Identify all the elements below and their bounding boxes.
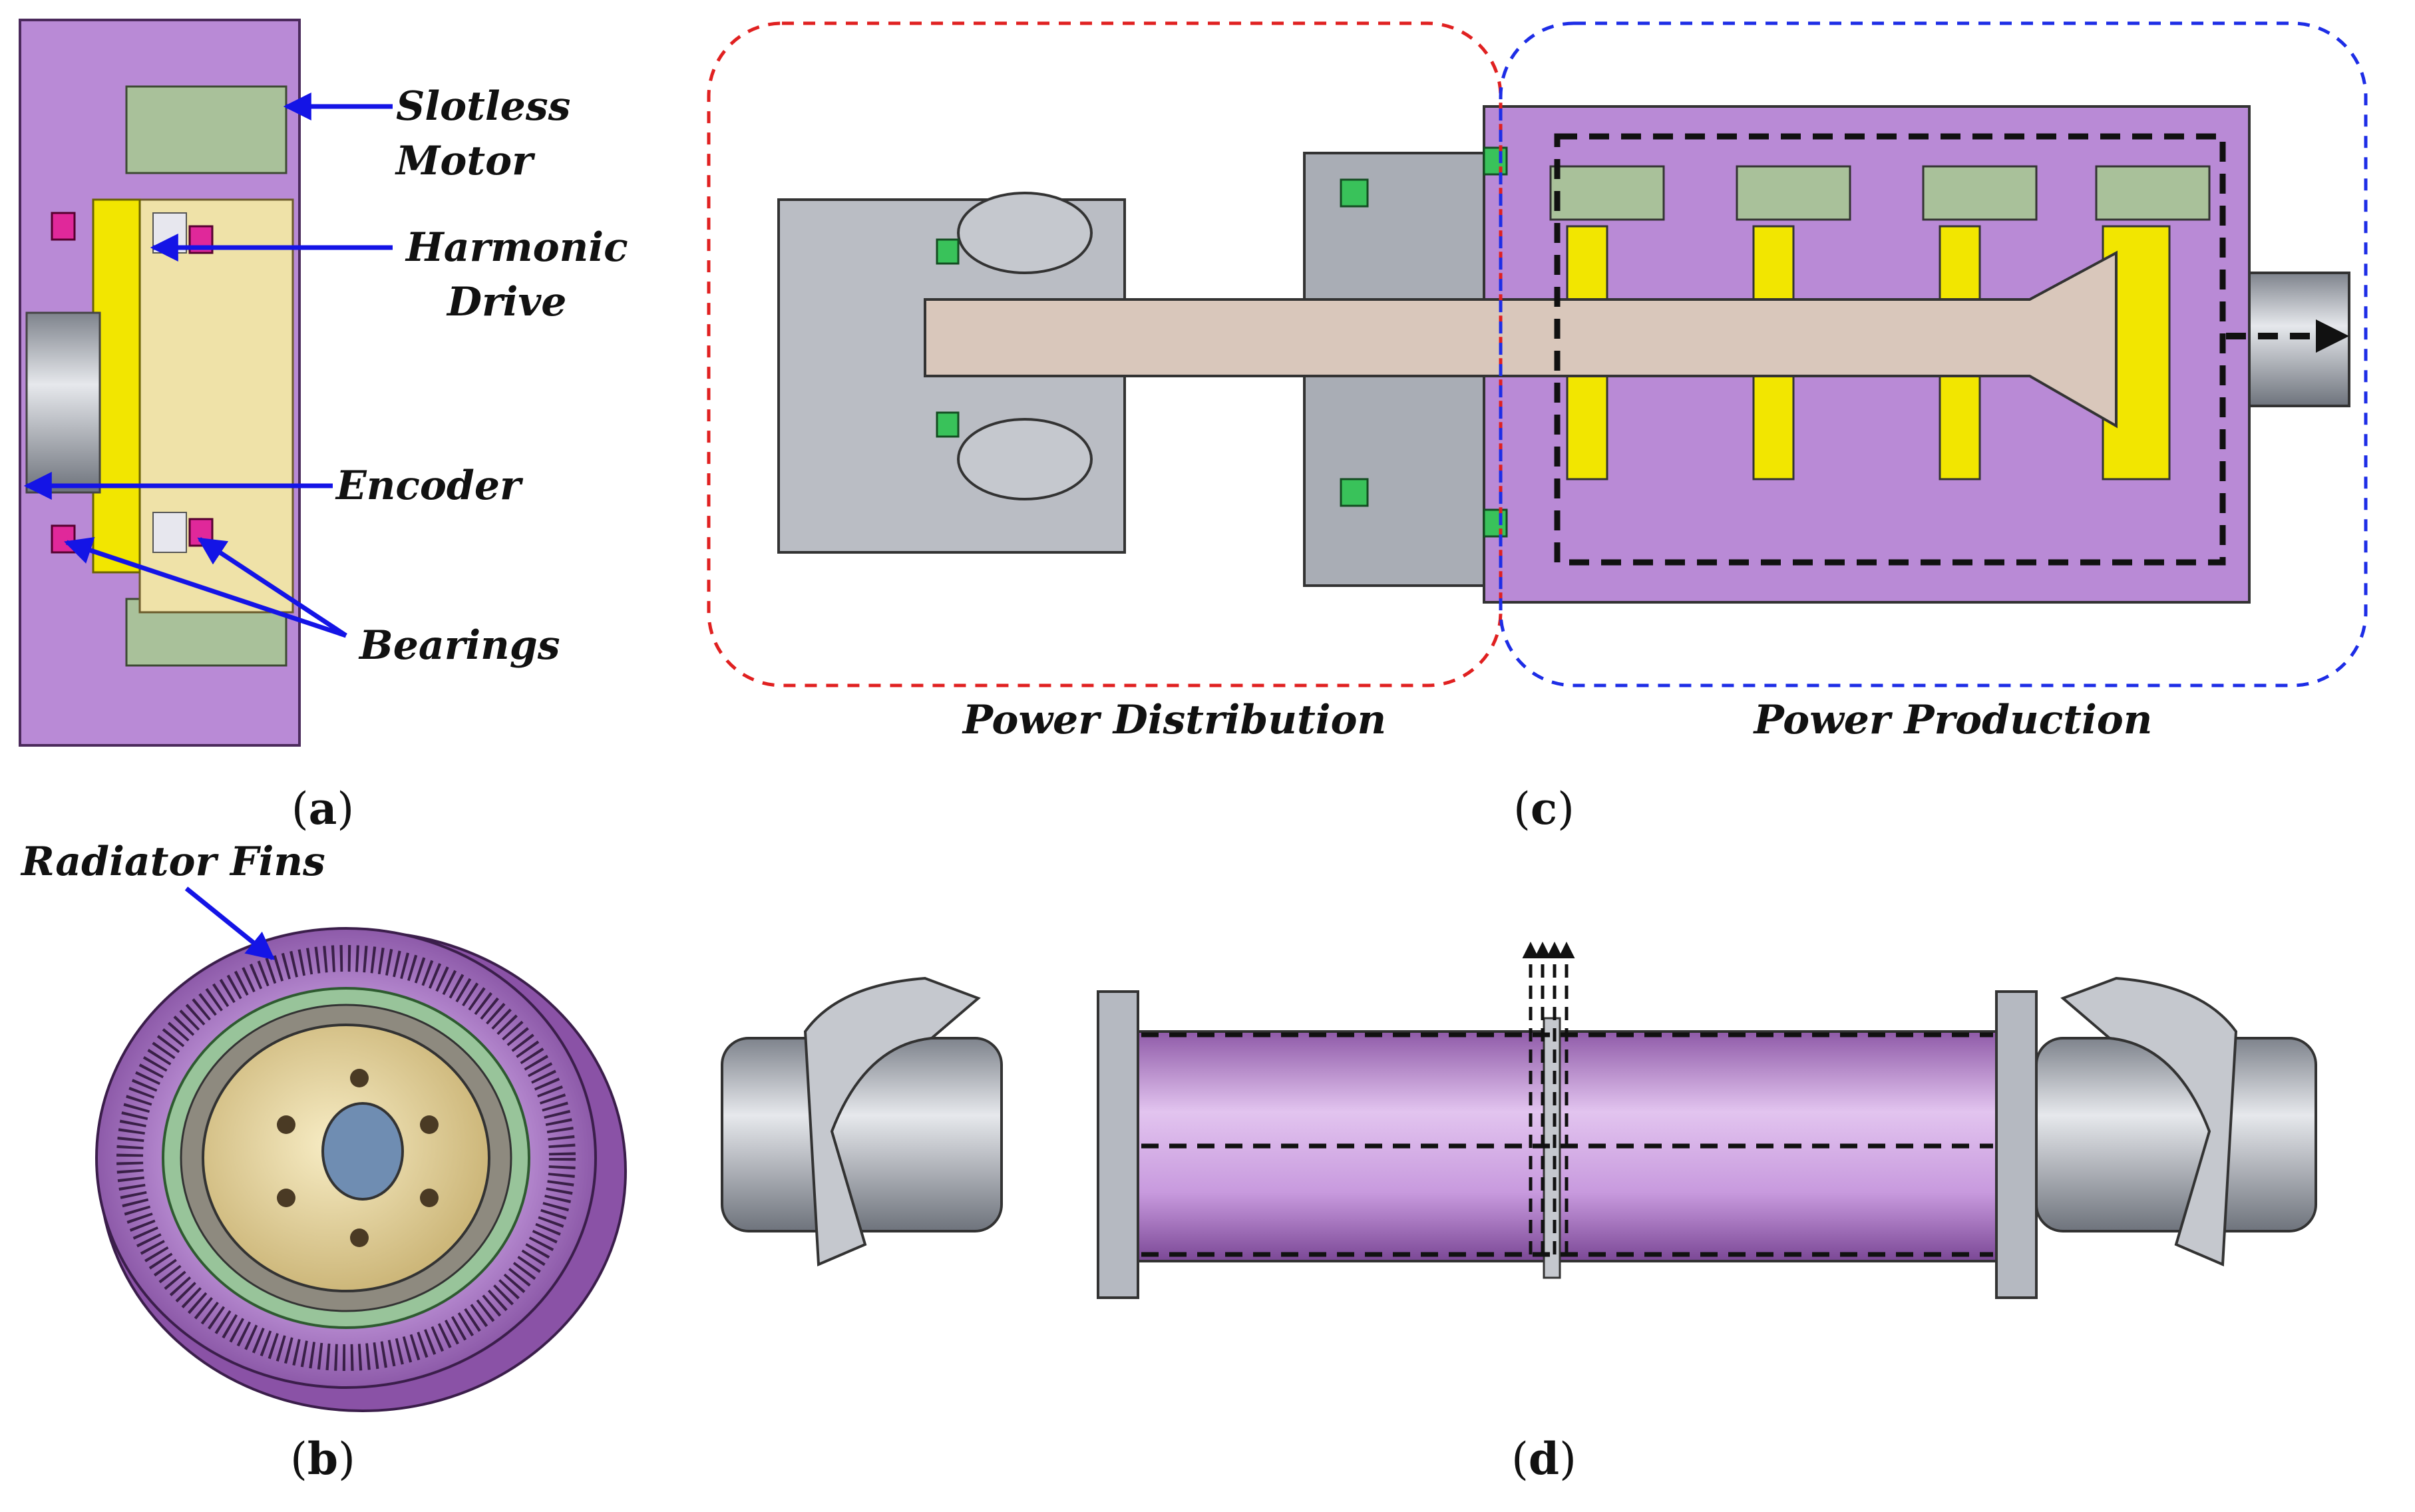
power-distribution-box bbox=[707, 21, 1503, 687]
u-joint-cup-bottom bbox=[957, 418, 1093, 500]
left-u-joint-yoke bbox=[803, 976, 981, 1266]
panel-b-letter: b bbox=[307, 1433, 338, 1485]
power-production-box bbox=[1499, 21, 2368, 687]
module-4-stator bbox=[2095, 165, 2211, 221]
bolt-hole-4 bbox=[420, 1189, 439, 1207]
encoder-disk-bottom bbox=[152, 512, 187, 553]
panel-c-letter: c bbox=[1531, 783, 1557, 835]
bearings-arrow-left bbox=[64, 537, 347, 638]
radiator-fins-label: Radiator Fins bbox=[20, 839, 325, 885]
encoder-label: Encoder bbox=[335, 463, 524, 509]
panel-b-callout: Radiator Fins bbox=[20, 839, 325, 960]
seal-4 bbox=[1340, 478, 1369, 507]
harmonic-flexspline bbox=[92, 198, 141, 574]
bolt-hole-3 bbox=[277, 1189, 295, 1207]
panel-d-caption: (d) bbox=[1511, 1433, 1577, 1485]
svg-text:(c): (c) bbox=[1513, 783, 1575, 835]
slotless-motor-label-2: Motor bbox=[395, 138, 536, 184]
bearings-label: Bearings bbox=[358, 622, 560, 669]
seal-1 bbox=[936, 238, 960, 265]
power-production-label: Power Production bbox=[1753, 697, 2153, 743]
seal-2 bbox=[936, 411, 960, 438]
bearing-top-left bbox=[51, 212, 76, 241]
panel-a-callouts: Slotless Motor Harmonic Drive Encoder Be… bbox=[23, 83, 628, 669]
power-distribution-label: Power Distribution bbox=[962, 697, 1386, 743]
flange-bore bbox=[321, 1102, 404, 1201]
harmonic-drive-label-1: Harmonic bbox=[405, 224, 628, 271]
panel-a-letter: a bbox=[309, 783, 337, 835]
bolt-hole-5 bbox=[350, 1228, 369, 1247]
bearing-bottom-left bbox=[51, 524, 76, 554]
stator-block bbox=[125, 85, 287, 174]
module-2-stator bbox=[1736, 165, 1851, 221]
panel-d-drivetrain bbox=[721, 942, 2317, 1299]
panel-d-letter: d bbox=[1529, 1433, 1559, 1485]
panel-c-assembly bbox=[777, 105, 2350, 604]
seal-3 bbox=[1340, 178, 1369, 208]
panel-a-cross-section bbox=[19, 19, 301, 747]
output-bore bbox=[25, 311, 101, 494]
svg-text:(d): (d) bbox=[1511, 1433, 1577, 1485]
radiator-fins-arrow bbox=[184, 886, 276, 960]
bearings-arrow-right bbox=[197, 537, 347, 638]
seal-6 bbox=[1483, 508, 1508, 538]
seal-5 bbox=[1483, 146, 1508, 176]
bolt-hole-6 bbox=[350, 1069, 369, 1087]
u-joint-cup-top bbox=[957, 192, 1093, 274]
bolt-hole-2 bbox=[420, 1115, 439, 1134]
bolt-hole-1 bbox=[277, 1115, 295, 1134]
module-3-stator bbox=[1922, 165, 2038, 221]
panel-b-caption: (b) bbox=[290, 1433, 355, 1485]
harmonic-drive-label-2: Drive bbox=[446, 279, 566, 325]
svg-text:(b): (b) bbox=[290, 1433, 355, 1485]
left-flange bbox=[1097, 990, 1139, 1299]
slotless-motor-label-1: Slotless bbox=[396, 83, 570, 130]
panel-a-caption: (a) bbox=[291, 783, 354, 835]
panel-c-caption: (c) bbox=[1513, 783, 1575, 835]
central-shaft bbox=[924, 250, 2118, 429]
radiator-fin-band bbox=[116, 945, 576, 1371]
panel-b-actuator bbox=[95, 927, 627, 1412]
right-flange bbox=[1995, 990, 2038, 1299]
module-1-stator bbox=[1549, 165, 1665, 221]
panel-c-regions: Power Distribution Power Production bbox=[707, 21, 2368, 743]
svg-text:(a): (a) bbox=[291, 783, 354, 835]
right-u-joint-yoke bbox=[2060, 976, 2238, 1266]
center-split-ring bbox=[1543, 1017, 1561, 1279]
power-flow-path bbox=[1554, 133, 2226, 566]
